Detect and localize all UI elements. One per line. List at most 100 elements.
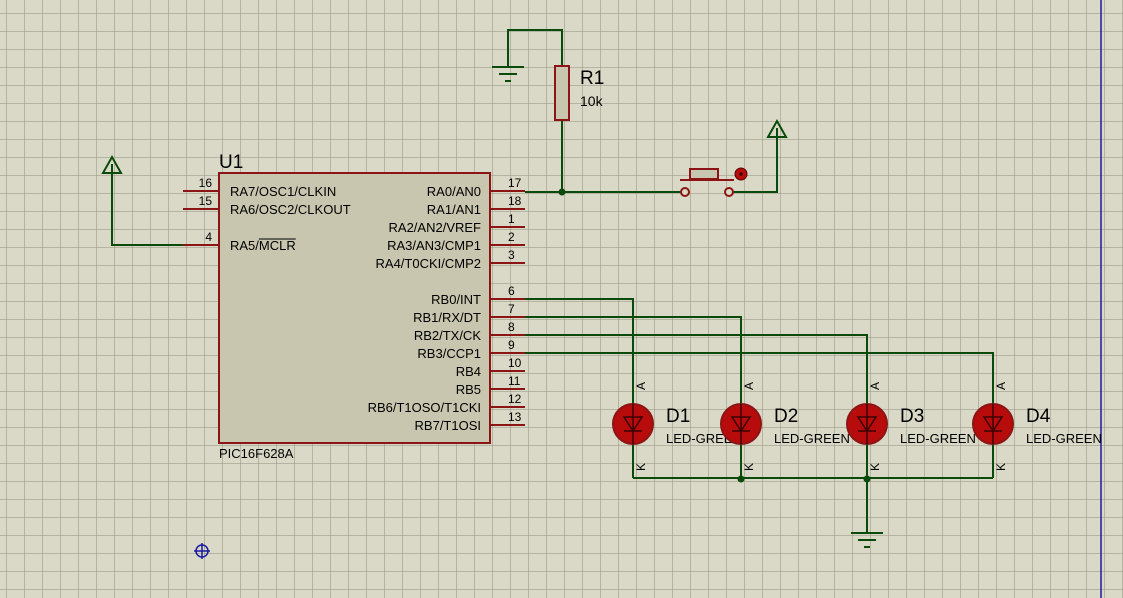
pin-name: RA7/OSC1/CLKIN bbox=[230, 184, 336, 199]
wire-rb1-d2 bbox=[525, 316, 742, 407]
button-indicator-dot bbox=[739, 172, 743, 176]
ic-right-pins: 17RA0/AN018RA1/AN11RA2/AN2/VREF2RA3/AN3/… bbox=[368, 176, 525, 433]
pin-name: RB2/TX/CK bbox=[414, 328, 482, 343]
led-value: LED-GREEN bbox=[900, 431, 976, 446]
led-array: AKD1LED-GREENAKD2LED-GREENAKD3LED-GREENA… bbox=[612, 382, 1102, 471]
pin-name: RA0/AN0 bbox=[427, 184, 481, 199]
pin-number: 1 bbox=[508, 212, 515, 226]
led-cathode-label: K bbox=[742, 463, 756, 471]
led-cathode-label: K bbox=[868, 463, 882, 471]
led-value: LED-GREEN bbox=[1026, 431, 1102, 446]
pin-name: RB4 bbox=[456, 364, 481, 379]
wire-r1-ground bbox=[507, 29, 563, 66]
ic-part-name: PIC16F628A bbox=[219, 446, 294, 461]
ic-body bbox=[218, 172, 491, 444]
pin-name: RA1/AN1 bbox=[427, 202, 481, 217]
power-terminal-mclr[interactable] bbox=[101, 154, 123, 174]
wires bbox=[111, 29, 994, 532]
junction-ra0 bbox=[558, 188, 566, 196]
wire-button-power bbox=[731, 136, 778, 193]
origin-marker-icon bbox=[194, 543, 210, 559]
pin-number: 11 bbox=[508, 374, 521, 388]
pin-name: RB7/T1OSI bbox=[415, 418, 481, 433]
pin-name: RA2/AN2/VREF bbox=[389, 220, 482, 235]
pin-name: RA3/AN3/CMP1 bbox=[387, 238, 481, 253]
button-contact-right bbox=[724, 187, 734, 197]
junction-d2 bbox=[737, 475, 745, 483]
led-anode-label: A bbox=[868, 382, 882, 390]
resistor-body bbox=[554, 65, 570, 121]
pin-number: 13 bbox=[508, 410, 522, 424]
led-diode-icon bbox=[730, 416, 752, 433]
pin-name: RB0/INT bbox=[431, 292, 481, 307]
led-value: LED-GREEN bbox=[774, 431, 850, 446]
pin-name: RA5/MCLR bbox=[230, 238, 296, 253]
led-anode-label: A bbox=[742, 382, 756, 390]
led-diode-icon bbox=[622, 416, 644, 433]
pin-number: 18 bbox=[508, 194, 522, 208]
wire-rb3-d4 bbox=[525, 352, 994, 407]
ground-symbol-bottom[interactable] bbox=[851, 532, 883, 548]
power-terminal-button[interactable] bbox=[766, 118, 788, 138]
led-cathode-label: K bbox=[994, 463, 1008, 471]
ground-symbol-top[interactable] bbox=[492, 66, 524, 82]
pin-name: RB6/T1OSO/T1CKI bbox=[368, 400, 481, 415]
pin-number: 10 bbox=[508, 356, 522, 370]
pin-number: 17 bbox=[508, 176, 522, 190]
led-anode-label: A bbox=[634, 382, 648, 390]
ic-left-pins: 16RA7/OSC1/CLKIN15RA6/OSC2/CLKOUT4RA5/MC… bbox=[183, 176, 351, 253]
pin-name: RB1/RX/DT bbox=[413, 310, 481, 325]
led-diode-icon bbox=[856, 416, 878, 433]
pin-number: 4 bbox=[205, 230, 212, 244]
pin-name: RA6/OSC2/CLKOUT bbox=[230, 202, 351, 217]
pin-number: 6 bbox=[508, 284, 515, 298]
microcontroller-u1[interactable]: U1 PIC16F628A 16RA7/OSC1/CLKIN15RA6/OSC2… bbox=[183, 152, 525, 461]
pin-number: 3 bbox=[508, 248, 515, 262]
push-button[interactable] bbox=[680, 167, 748, 197]
led-ref: D2 bbox=[774, 406, 798, 427]
pin-name: RB5 bbox=[456, 382, 481, 397]
ic-ref: U1 bbox=[219, 152, 243, 173]
pin-number: 7 bbox=[508, 302, 515, 316]
led-ref: D3 bbox=[900, 406, 924, 427]
wire-mclr-power bbox=[111, 172, 200, 246]
resistor-r1[interactable]: R1 10k bbox=[554, 65, 604, 121]
wire-rb2-d3 bbox=[525, 334, 868, 407]
pin-number: 8 bbox=[508, 320, 515, 334]
resistor-ref: R1 bbox=[580, 68, 604, 89]
led-value: LED-GREEN bbox=[666, 431, 742, 446]
pin-number: 16 bbox=[199, 176, 213, 190]
junction-d3 bbox=[863, 475, 871, 483]
pin-number: 2 bbox=[508, 230, 515, 244]
pin-number: 9 bbox=[508, 338, 515, 352]
led-diode-icon bbox=[982, 416, 1004, 433]
pin-name: RA4/T0CKI/CMP2 bbox=[376, 256, 481, 271]
resistor-value: 10k bbox=[580, 93, 604, 109]
pin-number: 12 bbox=[508, 392, 522, 406]
button-contact-left bbox=[680, 187, 690, 197]
pin-name: RB3/CCP1 bbox=[417, 346, 481, 361]
pin-number: 15 bbox=[199, 194, 213, 208]
button-cap bbox=[689, 168, 719, 180]
